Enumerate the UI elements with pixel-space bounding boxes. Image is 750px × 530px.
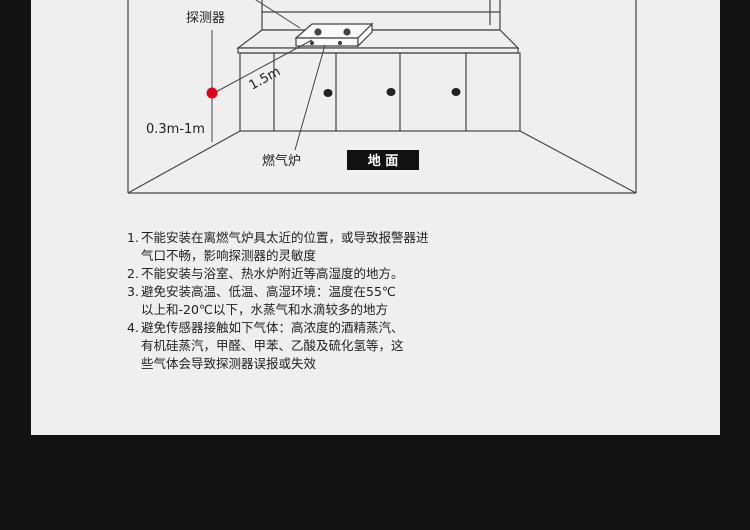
gas-stove (294, 22, 374, 48)
stove-label: 燃气炉 (262, 153, 301, 169)
note-line: 不能安装在离燃气炉具太近的位置，或导致报警器进 (141, 230, 429, 245)
note-line: 有机硅蒸汽，甲醛、甲苯、乙酸及硫化氢等，这 (141, 338, 404, 353)
note-number: 4. (127, 320, 139, 335)
note-item: 1. 不能安装在离燃气炉具太近的位置，或导致报警器进 气口不畅，影响探测器的灵敏… (127, 229, 547, 265)
leader-lines (211, 0, 326, 151)
hood-leader (255, 0, 301, 29)
knob-left-icon (309, 40, 315, 46)
distance-line (213, 39, 313, 94)
note-line: 些气体会导致探测器误报或失效 (141, 356, 317, 371)
cabinet-handle-icon (451, 88, 461, 96)
floor-perspective-left (127, 130, 241, 194)
floor-perspective-right (519, 130, 637, 194)
distance-label: 1.5m (247, 64, 283, 93)
installation-notes: 1. 不能安装在离燃气炉具太近的位置，或导致报警器进 气口不畅，影响探测器的灵敏… (127, 229, 547, 373)
cabinet-handles (323, 88, 461, 97)
burner-right-icon (343, 28, 351, 36)
note-number: 3. (127, 284, 139, 299)
note-item: 4. 避免传感器接触如下气体：高浓度的酒精蒸汽、 有机硅蒸汽，甲醛、甲苯、乙酸及… (127, 319, 547, 373)
content-panel (31, 0, 720, 435)
note-item: 3. 避免安装高温、低温、高湿环境：温度在55℃ 以上和-20℃以下，水蒸气和水… (127, 283, 547, 319)
hood-outline (261, 0, 501, 31)
stove-front (295, 37, 359, 47)
floor-tag (347, 150, 419, 170)
floor-label: 地 面 (368, 153, 399, 169)
knob-right-icon (337, 40, 343, 46)
cabinets (239, 52, 521, 132)
cabinet-handle-icon (323, 89, 333, 97)
detector-label: 探测器 (186, 11, 225, 26)
cabinet-handle-icon (386, 88, 396, 96)
note-line: 避免传感器接触如下气体：高浓度的酒精蒸汽、 (141, 320, 404, 335)
note-line: 避免安装高温、低温、高湿环境：温度在55℃ (141, 284, 396, 299)
burner-left-icon (314, 28, 322, 36)
countertop (236, 29, 520, 49)
note-line: 不能安装与浴室、热水炉附近等高湿度的地方。 (141, 266, 404, 281)
note-line: 以上和-20℃以下，水蒸气和水滴较多的地方 (141, 302, 388, 317)
stove-leader (294, 44, 326, 151)
height-label: 0.3m-1m (146, 122, 205, 137)
counter (236, 29, 520, 54)
note-line: 气口不畅，影响探测器的灵敏度 (141, 248, 317, 263)
detector-position-icon (206, 87, 218, 99)
note-number: 1. (127, 230, 139, 245)
note-number: 2. (127, 266, 139, 281)
note-item: 2. 不能安装与浴室、热水炉附近等高湿度的地方。 (127, 265, 547, 283)
room-outline (127, 0, 637, 194)
counter-edge (237, 47, 519, 54)
